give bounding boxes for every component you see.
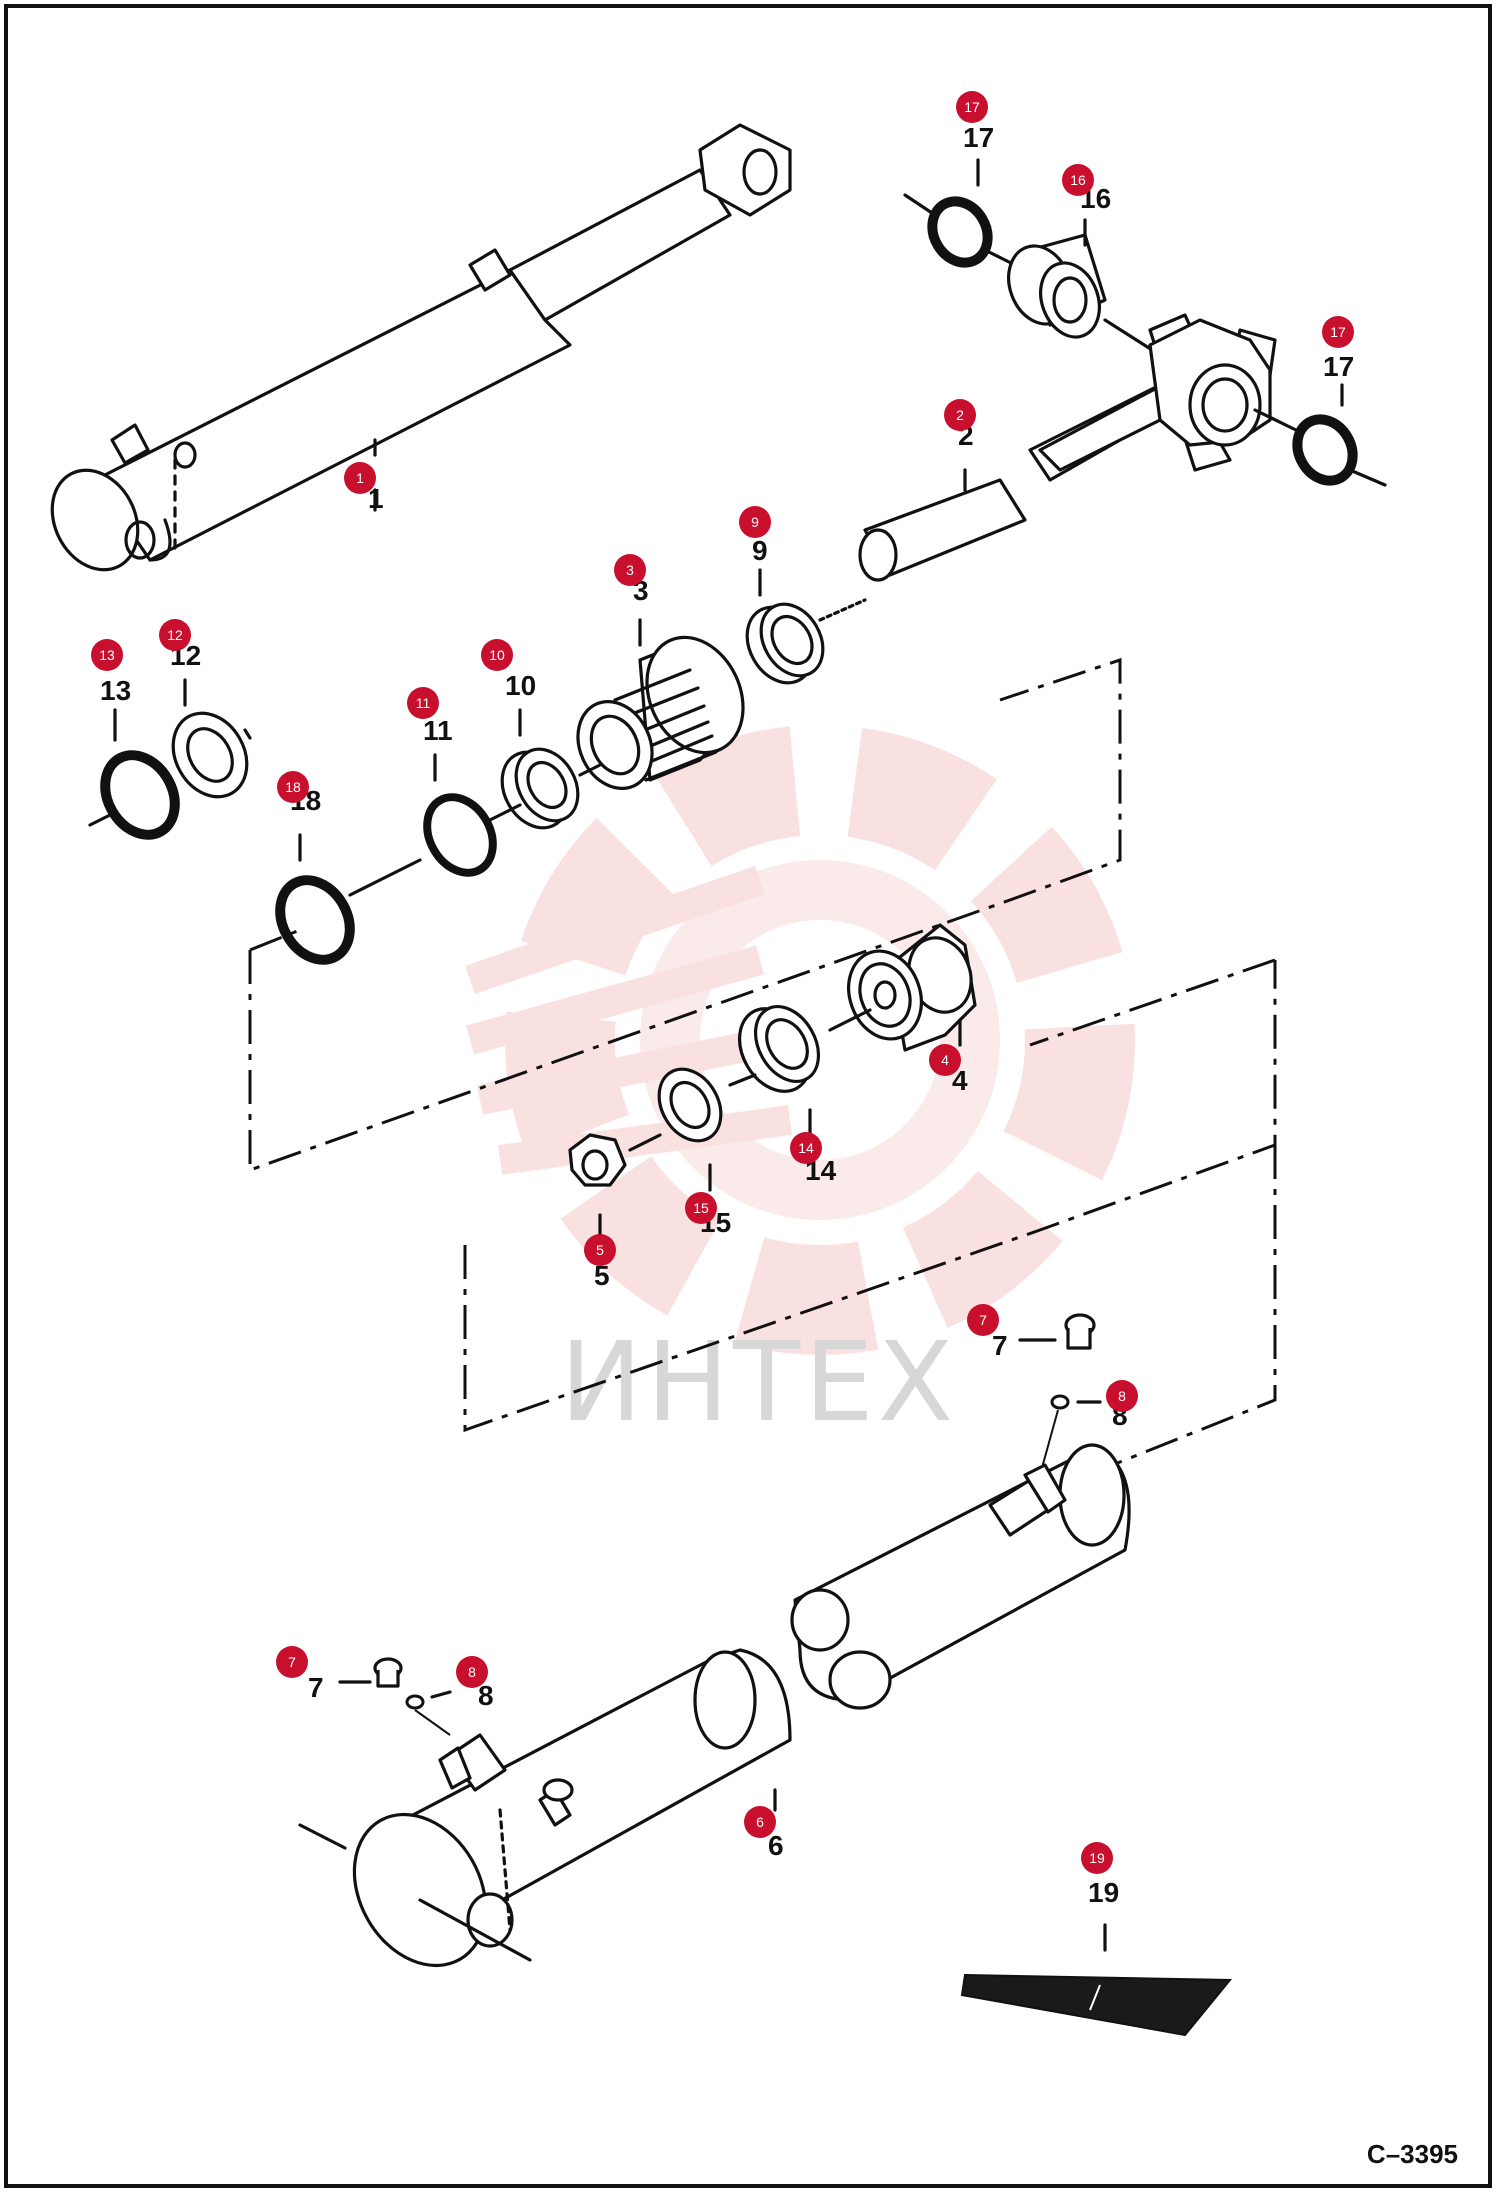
part-8-lower-o-ring xyxy=(405,1690,452,1736)
badge-16[interactable]: 16 xyxy=(1062,164,1094,196)
label-8-lower: 8 xyxy=(478,1680,494,1711)
part-5-nut xyxy=(568,1133,662,1242)
badge-4[interactable]: 4 xyxy=(929,1044,961,1076)
label-5: 5 xyxy=(594,1260,610,1291)
svg-text:11: 11 xyxy=(416,695,431,711)
label-6: 6 xyxy=(768,1830,784,1861)
svg-text:13: 13 xyxy=(99,647,115,663)
badge-8-upper[interactable]: 8 xyxy=(1106,1380,1138,1412)
svg-text:6: 6 xyxy=(756,1814,764,1830)
part-11-o-ring xyxy=(423,753,497,877)
part-4-piston xyxy=(847,923,977,1052)
badge-5[interactable]: 5 xyxy=(584,1234,616,1266)
svg-text:12: 12 xyxy=(167,627,183,643)
badge-12[interactable]: 12 xyxy=(159,619,191,651)
badge-3[interactable]: 3 xyxy=(614,554,646,586)
badge-15[interactable]: 15 xyxy=(685,1192,717,1224)
badge-7-upper[interactable]: 7 xyxy=(967,1304,999,1336)
part-14-seal xyxy=(738,1005,872,1142)
badge-17-right[interactable]: 17 xyxy=(1322,316,1354,348)
svg-text:3: 3 xyxy=(626,562,634,578)
label-7-upper: 7 xyxy=(992,1330,1008,1361)
label-13: 13 xyxy=(100,675,131,706)
badge-6[interactable]: 6 xyxy=(744,1806,776,1838)
badge-14[interactable]: 14 xyxy=(790,1132,822,1164)
label-17-top: 17 xyxy=(963,122,994,153)
part-17-top-washer xyxy=(903,158,1017,268)
part-12-washer xyxy=(171,678,252,799)
watermark-gear-logo xyxy=(465,725,1135,1355)
svg-text:19: 19 xyxy=(1089,1850,1105,1866)
watermark-text: ИНТЕХ xyxy=(560,1318,957,1446)
svg-text:14: 14 xyxy=(798,1140,814,1156)
svg-text:15: 15 xyxy=(693,1200,709,1216)
badge-13[interactable]: 13 xyxy=(91,639,123,671)
part-16-bushing xyxy=(1007,218,1162,357)
svg-text:9: 9 xyxy=(751,514,759,530)
part-10-backup-ring xyxy=(500,708,580,830)
part-7-upper-plug xyxy=(1018,1313,1096,1350)
badge-7-lower[interactable]: 7 xyxy=(276,1646,308,1678)
svg-text:2: 2 xyxy=(956,407,964,423)
label-7-lower: 7 xyxy=(308,1672,324,1703)
label-1: 1 xyxy=(368,483,384,514)
part-15-wear-ring xyxy=(657,1067,757,1192)
badge-18[interactable]: 18 xyxy=(277,771,309,803)
badge-17-top[interactable]: 17 xyxy=(956,91,988,123)
part-17-right-washer xyxy=(1253,383,1387,487)
label-10: 10 xyxy=(505,670,536,701)
badge-8-lower[interactable]: 8 xyxy=(456,1656,488,1688)
exploded-view-guides xyxy=(248,657,1277,1472)
svg-text:1: 1 xyxy=(356,470,364,486)
svg-text:8: 8 xyxy=(1118,1388,1126,1404)
part-7-lower-plug xyxy=(338,1657,403,1688)
label-9: 9 xyxy=(752,535,768,566)
badge-19[interactable]: 19 xyxy=(1081,1842,1113,1874)
label-19: 19 xyxy=(1088,1877,1119,1908)
badge-11[interactable]: 11 xyxy=(407,687,439,719)
badge-2[interactable]: 2 xyxy=(944,399,976,431)
part-13-o-ring xyxy=(88,708,180,840)
part-6-cylinder-barrel xyxy=(298,1443,1131,1968)
badge-10[interactable]: 10 xyxy=(481,639,513,671)
badge-9[interactable]: 9 xyxy=(739,506,771,538)
label-11: 11 xyxy=(423,715,453,746)
svg-text:17: 17 xyxy=(964,99,980,115)
svg-text:7: 7 xyxy=(288,1654,296,1670)
badge-1[interactable]: 1 xyxy=(344,462,376,494)
part-3-gland xyxy=(576,618,745,790)
rod-eye-end xyxy=(1038,318,1272,472)
svg-text:18: 18 xyxy=(285,779,301,795)
part-18-o-ring xyxy=(275,763,602,965)
svg-text:17: 17 xyxy=(1330,324,1346,340)
svg-text:5: 5 xyxy=(596,1242,604,1258)
svg-text:8: 8 xyxy=(468,1664,476,1680)
part-1-cylinder-assembly xyxy=(50,123,792,572)
diagram-code: C–3395 xyxy=(1366,2139,1458,2169)
part-19-decal xyxy=(960,1923,1233,2037)
label-17-right: 17 xyxy=(1323,351,1354,382)
svg-text:10: 10 xyxy=(489,647,505,663)
label-4: 4 xyxy=(952,1065,968,1096)
svg-text:7: 7 xyxy=(979,1312,987,1328)
part-9-wiper-seal xyxy=(745,568,825,685)
part-8-upper-o-ring xyxy=(1039,1394,1102,1476)
svg-text:4: 4 xyxy=(941,1052,949,1068)
svg-text:16: 16 xyxy=(1070,172,1086,188)
